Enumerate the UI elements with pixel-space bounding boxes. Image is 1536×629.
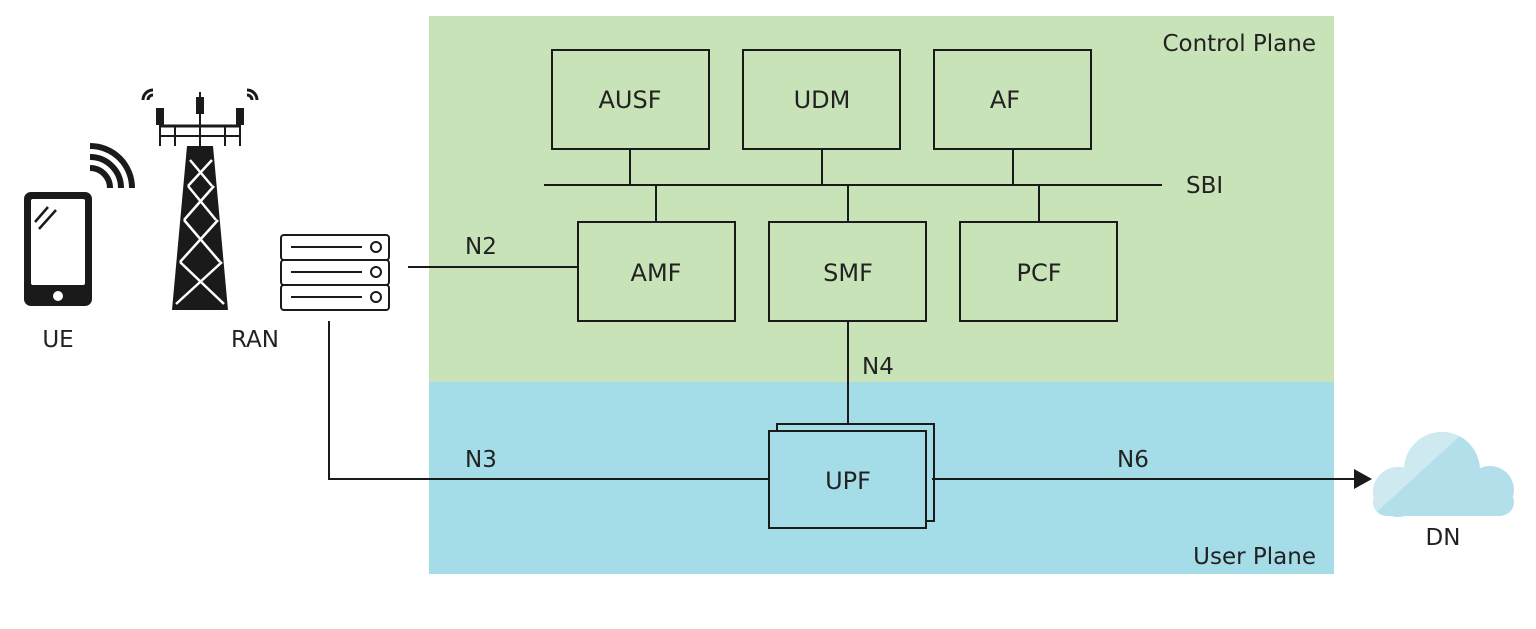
sbi-label: SBI [1186, 173, 1223, 199]
af-label: AF [990, 86, 1020, 114]
cell-tower-icon [141, 88, 259, 310]
smf-box [768, 221, 927, 322]
udm-label: UDM [794, 86, 851, 114]
n3-label: N3 [465, 447, 497, 473]
smartphone-icon [24, 143, 135, 306]
user-plane-label: User Plane [1193, 544, 1316, 570]
amf-label: AMF [631, 259, 682, 287]
n4-label: N4 [862, 354, 894, 380]
ausf-label: AUSF [598, 86, 661, 114]
pcf-label: PCF [1016, 259, 1061, 287]
n3-link [328, 321, 768, 480]
server-rack-icon [280, 234, 390, 311]
upf-label: UPF [825, 467, 871, 495]
ran-label: RAN [231, 327, 279, 353]
upf-box [768, 430, 927, 529]
control-plane-region [429, 16, 1334, 382]
n6-label: N6 [1117, 447, 1149, 473]
ue-label: UE [42, 327, 73, 353]
ausf-box [551, 49, 710, 150]
n2-label: N2 [465, 234, 497, 260]
cloud-icon [1373, 432, 1514, 517]
control-plane-label: Control Plane [1162, 31, 1316, 57]
udm-box [742, 49, 901, 150]
n6-arrowhead [1354, 469, 1372, 489]
amf-box [577, 221, 736, 322]
dn-label: DN [1426, 525, 1461, 551]
af-box [933, 49, 1092, 150]
smf-label: SMF [823, 259, 873, 287]
pcf-box [959, 221, 1118, 322]
